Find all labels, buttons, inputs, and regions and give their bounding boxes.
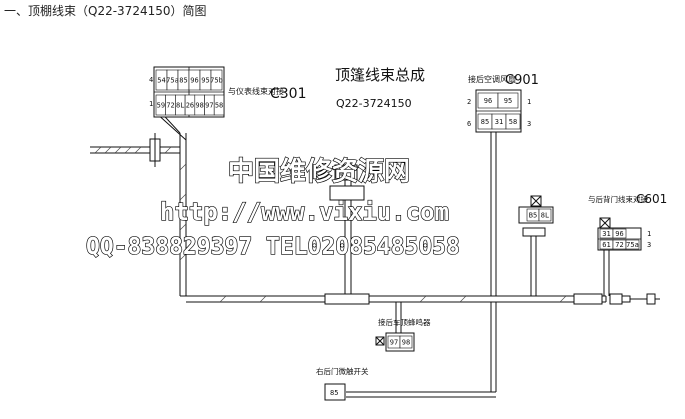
c301-id: C301 [270, 86, 307, 102]
harness-sleeve [324, 293, 370, 305]
c901-row2-pin: 85 [481, 118, 489, 126]
right-end-connector [609, 293, 660, 305]
c301-row2-pin: 98 [195, 102, 203, 110]
c901-row2-pin: 58 [509, 118, 517, 126]
c301-row1-pin: 85 [179, 77, 187, 85]
c301-row2-pin: 26 [186, 102, 194, 110]
c901-side-1: 1 [527, 98, 531, 106]
connector-door-switch: 右后门微触开关 85 [316, 366, 369, 401]
c301-row2-pin: 59 [157, 102, 165, 110]
cmid-cell [538, 208, 552, 222]
door-switch-pin: 85 [330, 389, 338, 397]
c901-row2-pin: 31 [495, 118, 503, 126]
c301-row1-pin: 96 [190, 77, 198, 85]
c601-side-1: 1 [647, 230, 651, 238]
c601-row2-pin: 75a [626, 241, 639, 249]
buzzer-pin: 98 [402, 339, 410, 347]
c901-row2-cell [505, 113, 521, 130]
connector-c901: 接后空调风扇 C901 2 1 6 3 96 95 85 31 58 [467, 73, 539, 133]
c301-row1-pin: 54 [157, 77, 165, 85]
c301-row1-pin: 95 [201, 77, 209, 85]
connector-mid: ⊠ [329, 164, 365, 201]
svg-text:⊠: ⊠ [340, 170, 344, 178]
buzzer-pin: 97 [390, 339, 398, 347]
harness-trunk [90, 105, 610, 398]
watermark-line1: 中国维修资源网 [228, 156, 410, 187]
page-title: 一、顶棚线束（Q22-3724150）简图 [4, 4, 207, 18]
cmid-pin: 8L [541, 212, 549, 220]
c301-row2-pin: 8L [176, 102, 184, 110]
c901-row1-pin: 96 [484, 97, 492, 105]
c901-id: C901 [505, 73, 539, 88]
buzzer-cell [399, 335, 413, 349]
c301-row2-pin: 58 [215, 102, 223, 110]
c301-row1-pin: 75b [210, 77, 223, 85]
c601-side-3: 3 [647, 241, 651, 249]
c901-side-6: 6 [467, 120, 471, 128]
c601-row2-pin: 61 [602, 241, 610, 249]
c301-row1-cell [210, 69, 223, 91]
c301-row2-side-pin: 1 [149, 100, 153, 108]
c601-row2-cell [625, 239, 640, 250]
c601-label: 与后背门线束对接 [588, 194, 648, 204]
c601-row1-pin: 96 [615, 230, 623, 238]
c301-row1-side-pin: 4 [149, 76, 153, 84]
harness-hatching [94, 146, 597, 303]
connector-buzzer: 接后车顶蜂鸣器 97 98 [375, 317, 431, 352]
c901-side-3: 3 [527, 120, 531, 128]
harness-sleeve-right [573, 293, 603, 305]
c901-row1-cell [497, 92, 519, 109]
c601-row1-pin: 31 [602, 230, 610, 238]
c901-label: 接后空调风扇 [468, 74, 516, 84]
watermark-line2: http://www.vixiu.com [160, 198, 449, 226]
door-switch-label: 右后门微触开关 [316, 366, 369, 376]
c301-row2-cell [213, 94, 225, 116]
assembly-title: 顶篷线束总成 [335, 66, 425, 84]
c901-row1-pin: 95 [504, 97, 512, 105]
buzzer-label: 接后车顶蜂鸣器 [378, 317, 431, 327]
c301-row1-pin: 75a [166, 77, 179, 85]
c301-label: 与仪表线束对接 [228, 86, 284, 96]
assembly-part-no: Q22-3724150 [336, 97, 412, 110]
c601-id: C601 [636, 192, 667, 206]
harness-clip [149, 133, 161, 167]
c901-side-2: 2 [467, 98, 471, 106]
watermark-line3: QQ-838829397 TEL02085485058 [86, 234, 460, 260]
connector-right-mid: B5 8L [518, 195, 554, 237]
c301-row2-pin: 97 [205, 102, 213, 110]
c601-row1-cell [612, 228, 627, 239]
c301-row2-pin: 72 [166, 102, 174, 110]
c601-row2-pin: 72 [615, 241, 623, 249]
cmid-pin: B5 [529, 212, 537, 220]
